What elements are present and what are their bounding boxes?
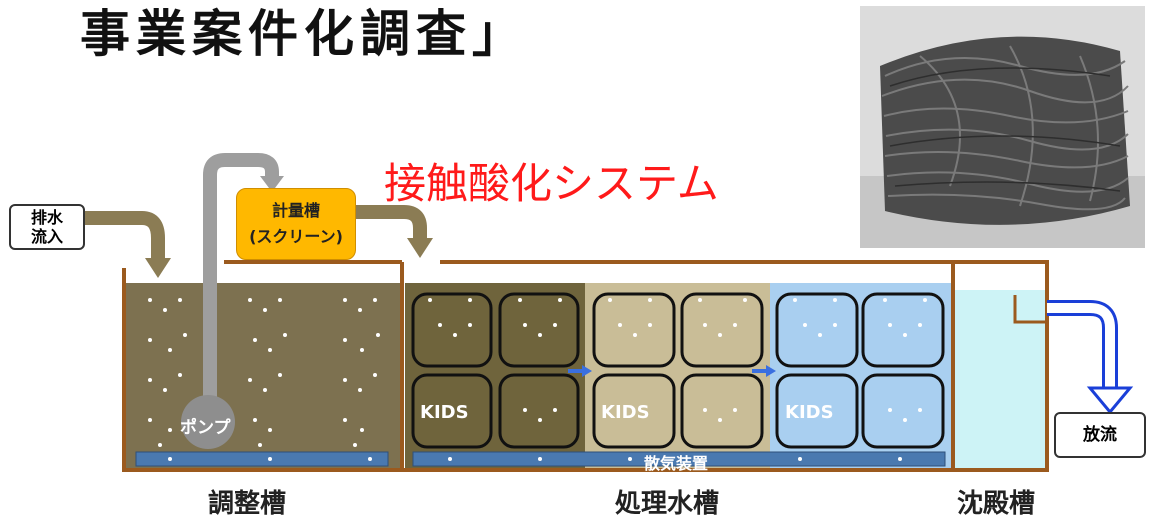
caption-adjustment-tank: 調整槽 [208,489,287,519]
kids-label-3: KIDS [785,402,834,423]
diffuser-treatment [412,451,946,467]
fiber-media-photo [860,6,1145,248]
inflow-label: 排水流入 [9,204,85,250]
pipe-arrow-icon [260,176,284,192]
kids-label-1: KIDS [420,402,469,423]
gray-pipe-icon [203,153,279,400]
weir [1013,295,1047,324]
inflow-label-line1: 排水 [30,207,63,227]
page-title: 事業案件化調査」 [80,5,528,63]
inflow-arrow-icon [145,258,171,278]
inflow-label-line2: 流入 [30,227,63,246]
stage-flow-arrows [568,365,776,377]
pump-label: ポンプ [180,418,231,438]
diffuser-adjustment [135,451,389,467]
caption-sedimentation-tank: 沈殿槽 [957,489,1036,519]
outflow-label: 放流 [1054,412,1146,458]
outflow-pipe [1047,300,1118,388]
kids-label-2: KIDS [601,402,650,423]
meter-tank-screen-label: (スクリーン) [249,227,343,246]
kids-modules [411,292,945,449]
meter-tank-label: 計量槽 [271,201,320,221]
pump-icon [181,395,235,449]
tank-walls [122,260,1049,472]
adjustment-tank-water [124,283,402,468]
outflow-arrow-icon [1086,386,1134,415]
meter-outflow-arrow-icon [407,238,433,258]
meter-outflow-pipe [354,205,427,242]
system-title: 接触酸化システム [384,159,719,208]
diffuser-dots [168,457,902,461]
aerator-label: 散気装置 [644,454,709,473]
module-bubbles [438,323,922,422]
caption-treatment-tank: 処理水槽 [615,489,720,519]
sedimentation-tank-water [955,290,1045,468]
meter-tank: 計量槽 (スクリーン) [236,188,356,260]
inflow-pipe [82,211,165,262]
air-bubbles [148,298,927,447]
